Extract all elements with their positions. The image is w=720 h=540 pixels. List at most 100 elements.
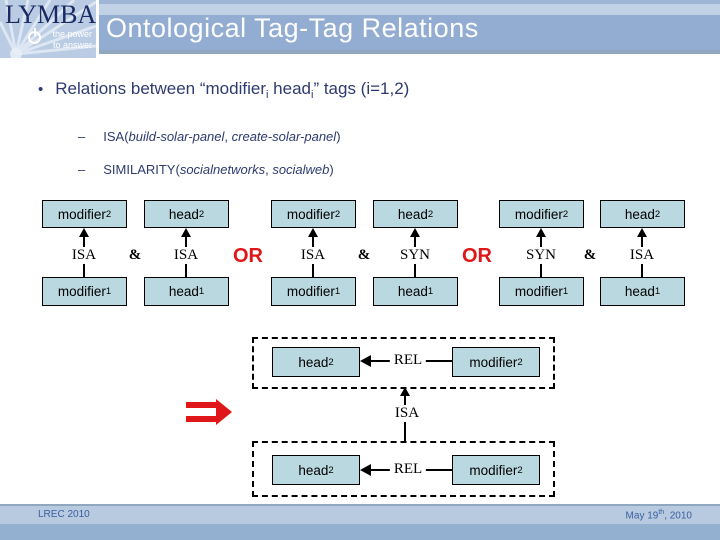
box-label: head xyxy=(624,206,655,222)
arrow-up-icon xyxy=(79,228,89,237)
arrow-left-icon xyxy=(360,464,371,476)
box-label: modifier xyxy=(514,284,563,299)
subbullet-dash: – xyxy=(78,129,86,144)
relation-label-isa: ISA xyxy=(169,247,203,264)
box-subscript: 2 xyxy=(517,356,523,368)
relation-comma: , xyxy=(224,129,232,144)
box-subscript: 1 xyxy=(105,286,112,297)
relation-label-isa: ISA xyxy=(625,247,659,264)
relation-arg1: build-solar-panel xyxy=(128,129,225,144)
box-label: modifier xyxy=(514,206,563,222)
box-subscript: 2 xyxy=(328,464,334,476)
or-operator: OR xyxy=(462,245,492,267)
box-label: head xyxy=(624,284,655,299)
lymba-logo: LYMBA the power to answer xyxy=(0,0,96,58)
implies-arrow-icon xyxy=(186,399,232,425)
relation-label-syn: SYN xyxy=(395,247,435,264)
bullet-text-part1: Relations between “modifier xyxy=(55,79,266,98)
relation-label-isa: ISA xyxy=(296,247,330,264)
footer-date-day: May 19 xyxy=(625,510,659,522)
box-label: modifier xyxy=(469,462,518,478)
rel-label: REL xyxy=(389,461,427,478)
box-label: modifier xyxy=(57,206,106,222)
relation-close: ) xyxy=(336,129,341,144)
bullet-subscript-2: i xyxy=(310,89,314,101)
footer-date: May 19th, 2010 xyxy=(626,509,692,521)
box-subscript: 2 xyxy=(562,208,569,220)
footer-date-year: , 2010 xyxy=(664,510,692,522)
isa-label: ISA xyxy=(390,405,424,422)
footer-conference: LREC 2010 xyxy=(38,509,90,520)
box-label: head xyxy=(298,354,329,370)
power-icon xyxy=(28,28,41,44)
relation-arg1: socialnetworks xyxy=(179,162,266,177)
bullet-text-part2: head xyxy=(268,79,311,98)
arrow-up-icon xyxy=(410,228,420,237)
logo-tagline-line2: to answer xyxy=(52,40,92,50)
arrow-up-icon xyxy=(308,228,318,237)
box-subscript: 2 xyxy=(105,208,112,220)
box-subscript: 2 xyxy=(654,208,661,220)
or-operator: OR xyxy=(233,245,263,267)
box-subscript: 1 xyxy=(562,286,569,297)
logo-tagline: the power to answer xyxy=(44,29,92,51)
subbullet-dash: – xyxy=(78,162,86,177)
and-operator: & xyxy=(353,247,375,264)
relation-arg2: socialweb xyxy=(272,162,330,177)
relation-label-syn: SYN xyxy=(521,247,561,264)
arrow-up-icon xyxy=(181,228,191,237)
sunburst-graphic xyxy=(0,0,96,58)
header-bar: Ontological Tag-Tag Relations LYMBA th xyxy=(0,0,720,58)
bullet-marker: • xyxy=(38,81,44,98)
bullet-subscript-1: i xyxy=(265,89,269,101)
box-subscript: 1 xyxy=(654,286,661,297)
box-label: modifier xyxy=(286,284,335,299)
slide-title: Ontological Tag-Tag Relations xyxy=(106,13,479,43)
box-label: head xyxy=(298,462,329,478)
box-subscript: 1 xyxy=(334,286,341,297)
footer-band-dark xyxy=(0,524,720,540)
bullet-text-part3: ” tags (i=1,2) xyxy=(313,79,410,98)
arrow-up-icon xyxy=(400,387,410,396)
logo-tagline-line1: the power xyxy=(52,29,92,39)
subbullet-similarity: –SIMILARITY(socialnetworks, socialweb) xyxy=(78,162,334,177)
arrow-left-icon xyxy=(360,355,371,367)
box-subscript: 2 xyxy=(334,208,341,220)
relation-comma: , xyxy=(265,162,273,177)
logo-text: LYMBA xyxy=(5,0,96,29)
box-subscript: 1 xyxy=(427,286,434,297)
footer-divider xyxy=(0,504,720,506)
footer-date-ordinal: th xyxy=(658,509,665,516)
relation-name: SIMILARITY( xyxy=(103,162,180,177)
box-label: head xyxy=(168,284,199,299)
header-separator xyxy=(96,0,99,54)
and-operator: & xyxy=(579,247,601,264)
box-label: head xyxy=(168,206,199,222)
box-label: modifier xyxy=(469,354,518,370)
box-subscript: 1 xyxy=(198,286,205,297)
box-subscript: 2 xyxy=(328,356,334,368)
rel-label: REL xyxy=(389,352,427,369)
box-subscript: 2 xyxy=(198,208,205,220)
box-label: head xyxy=(397,206,428,222)
and-operator: & xyxy=(124,247,146,264)
box-label: modifier xyxy=(286,206,335,222)
main-bullet: •Relations between “modifieri headi” tag… xyxy=(38,79,409,101)
box-label: modifier xyxy=(57,284,106,299)
